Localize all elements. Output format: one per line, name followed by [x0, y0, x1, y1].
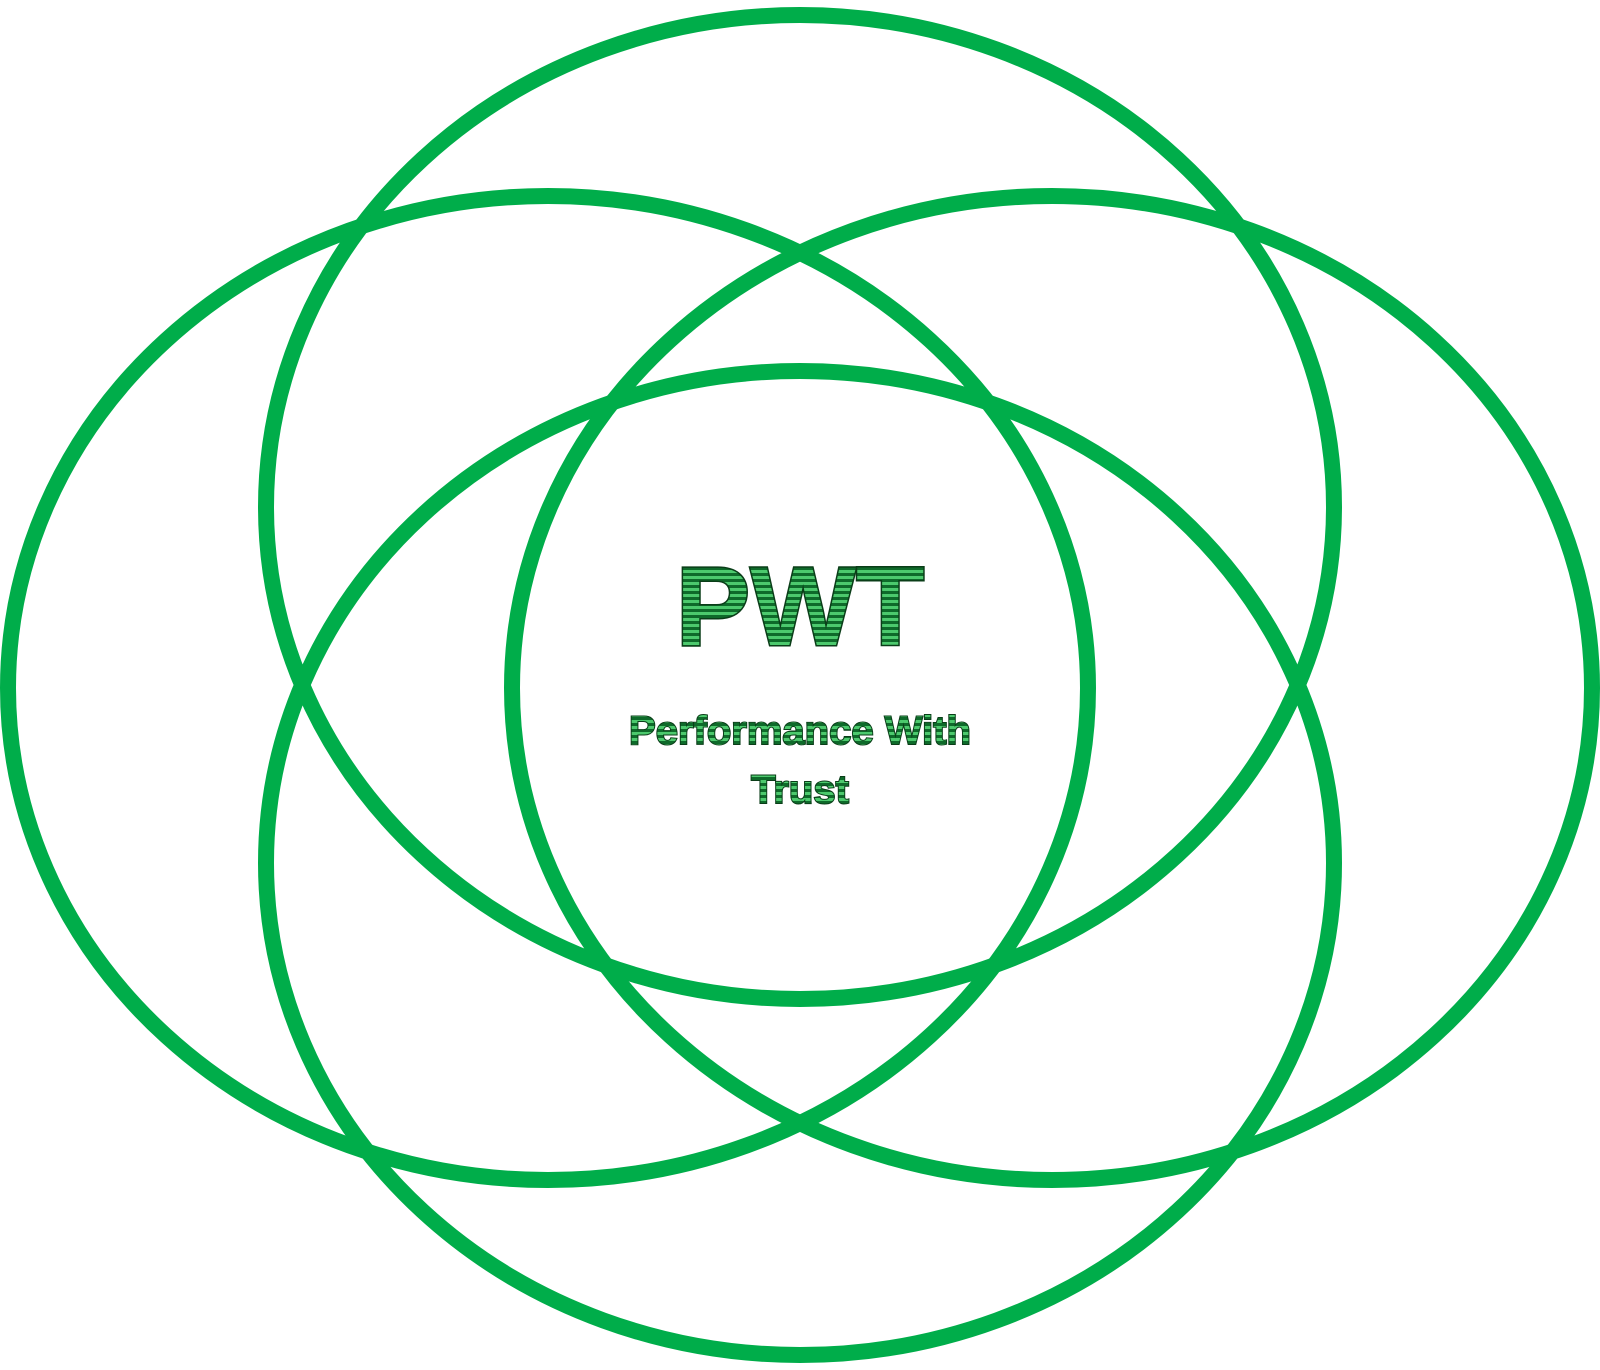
ring-top	[258, 7, 1342, 1007]
center-subtitle-line1: Performance With	[629, 709, 971, 753]
ring-left	[0, 188, 1096, 1188]
ring-bottom	[258, 363, 1342, 1363]
ring-right	[504, 188, 1600, 1188]
center-subtitle-line2: Trust	[751, 768, 849, 812]
center-title: PWT	[676, 544, 925, 669]
